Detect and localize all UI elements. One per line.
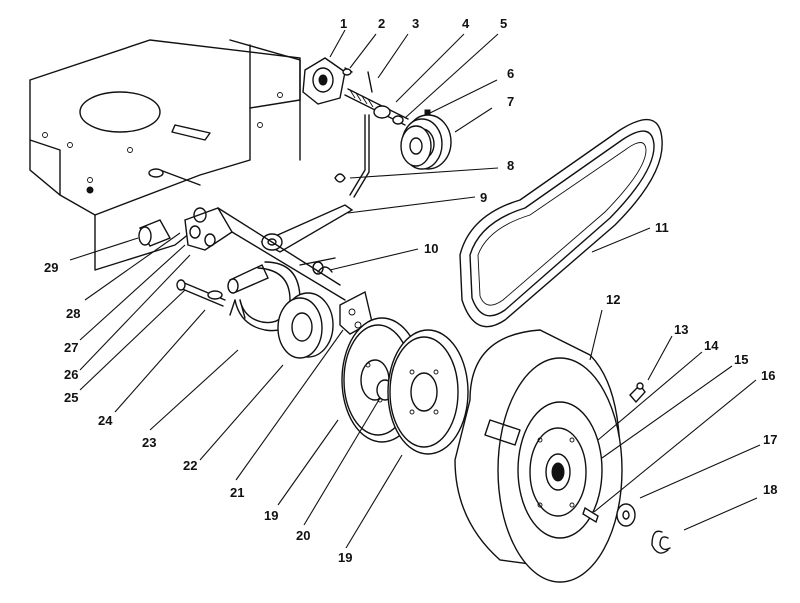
- callout-2: 2: [378, 16, 385, 31]
- callout-26: 26: [64, 367, 78, 382]
- part-9-idler-arm: [260, 204, 354, 266]
- callout-15: 15: [734, 352, 748, 367]
- callout-25: 25: [64, 390, 78, 405]
- callout-9: 9: [480, 190, 487, 205]
- callout-13: 13: [674, 322, 688, 337]
- callout-20: 20: [296, 528, 310, 543]
- callout-28: 28: [66, 306, 80, 321]
- part-8-pivot-rod: [334, 114, 370, 198]
- callout-14: 14: [704, 338, 719, 353]
- part-25-bolt: [176, 279, 226, 307]
- callout-10: 10: [424, 241, 438, 256]
- callout-4: 4: [462, 16, 470, 31]
- callout-labels: 1 2 3 4 5 6 7 8 9 10 11 12 13 14 15 16 1…: [44, 16, 777, 565]
- part-1-bearing-flange: [302, 57, 346, 105]
- callout-19a: 19: [264, 508, 278, 523]
- leader-lines: [69, 29, 761, 549]
- part-22-hub: [277, 292, 334, 359]
- part-12-wheel: [454, 329, 623, 583]
- mounting-bracket: [184, 207, 346, 301]
- callout-11: 11: [655, 220, 669, 235]
- callout-16: 16: [761, 368, 775, 383]
- part-11-v-belt: [459, 118, 663, 328]
- frame-housing: [29, 39, 301, 271]
- part-10-clip: [312, 261, 333, 275]
- part-16-stud: [582, 506, 599, 524]
- callout-27: 27: [64, 340, 78, 355]
- callout-1: 1: [340, 16, 347, 31]
- callout-12: 12: [606, 292, 620, 307]
- callout-5: 5: [500, 16, 507, 31]
- callout-24: 24: [98, 413, 113, 428]
- part-7-small-pulley: [400, 114, 452, 170]
- part-13-grease-fitting: [629, 382, 646, 404]
- callout-18: 18: [763, 482, 777, 497]
- callout-22: 22: [183, 458, 197, 473]
- callout-3: 3: [412, 16, 419, 31]
- part-18-snap-ring: [651, 530, 671, 554]
- callout-23: 23: [142, 435, 156, 450]
- callout-6: 6: [507, 66, 514, 81]
- callout-19b: 19: [338, 550, 352, 565]
- callout-8: 8: [507, 158, 514, 173]
- part-19-pulley-front: [387, 329, 469, 455]
- callout-29: 29: [44, 260, 58, 275]
- part-24-sleeve: [227, 264, 269, 294]
- callout-7: 7: [507, 94, 514, 109]
- callout-17: 17: [763, 432, 777, 447]
- part-29-bushing: [138, 219, 171, 247]
- callout-21: 21: [230, 485, 244, 500]
- part-17-washer: [616, 503, 636, 527]
